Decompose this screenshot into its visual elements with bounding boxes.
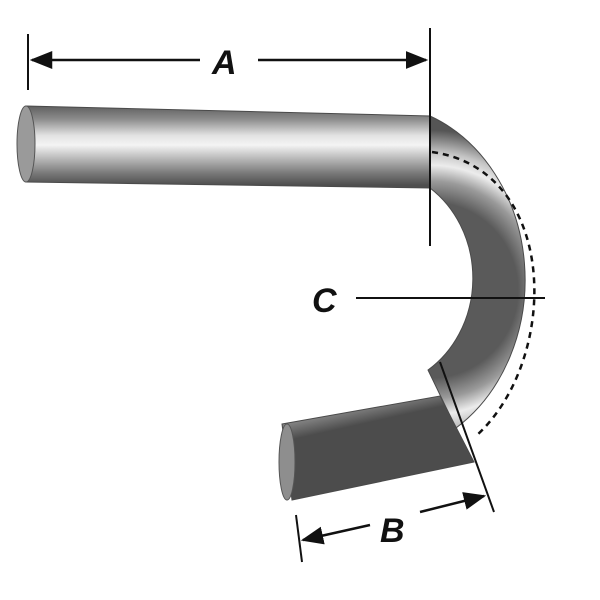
centerline-dashed <box>431 150 536 437</box>
dimension-arrow-b <box>419 492 487 514</box>
dimension-label-c: C <box>312 282 337 320</box>
pipe-straight-leg-upper <box>25 105 431 189</box>
dimension-b: B <box>295 361 495 563</box>
pipe-straight-leg-lower <box>281 395 475 501</box>
dimension-c: C <box>312 282 545 320</box>
dimension-label-a: A <box>211 44 237 82</box>
pipe-end-upper <box>16 105 36 183</box>
extension-line-b-right <box>439 361 495 513</box>
dimension-arrow-b <box>300 523 371 545</box>
pipe-body <box>16 105 526 501</box>
pipe-bend <box>427 115 526 429</box>
dimension-a: A <box>27 28 431 246</box>
pipe-end-lower <box>278 423 296 501</box>
dimension-label-b: B <box>380 512 405 550</box>
extension-line-b-left <box>295 514 303 563</box>
